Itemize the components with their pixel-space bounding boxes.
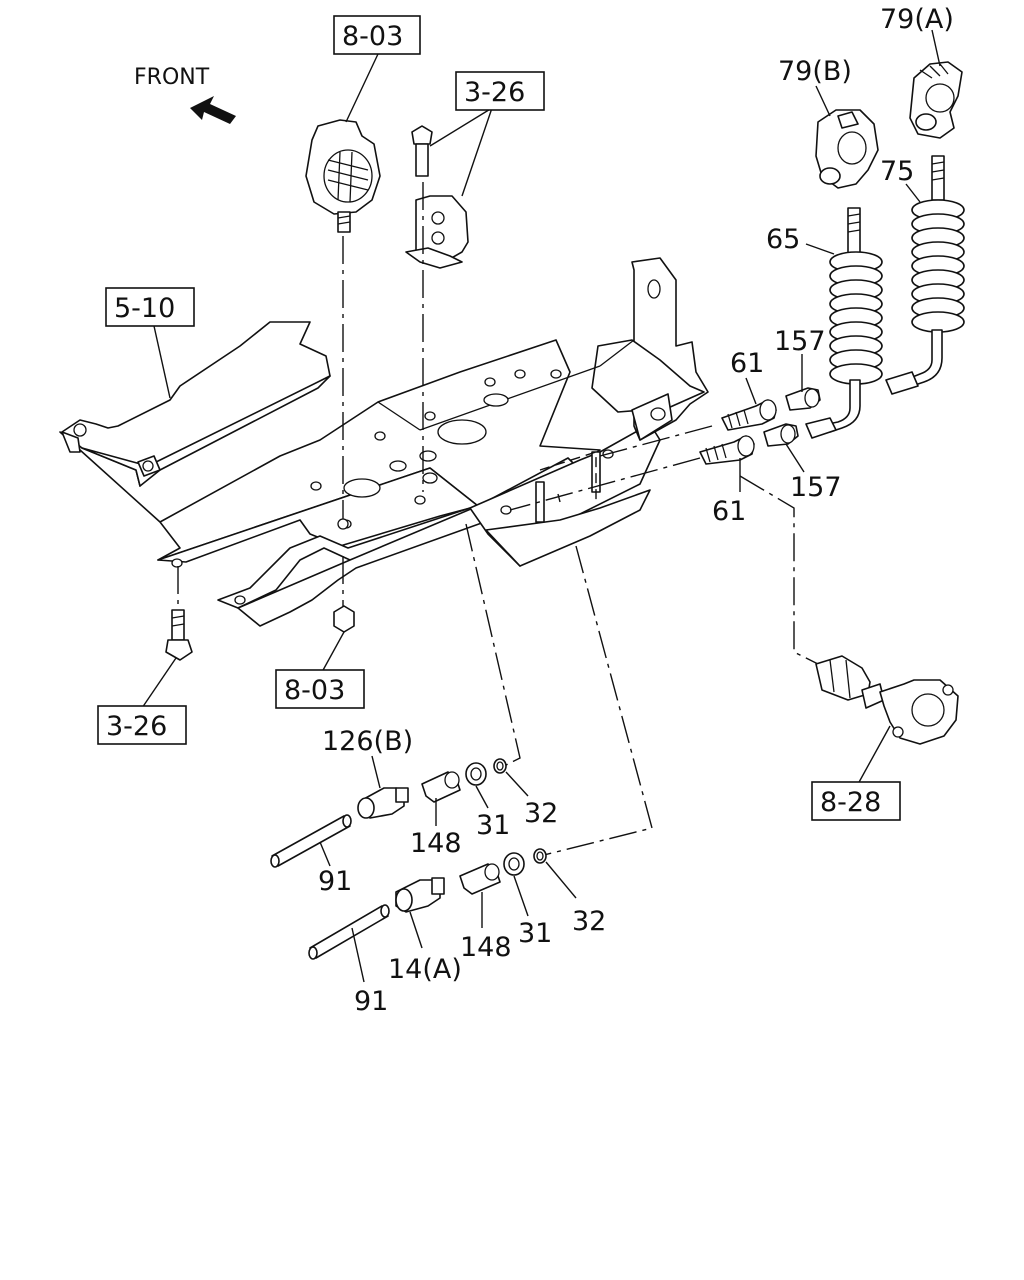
callout-61-bottom: 61 [712, 496, 746, 527]
callout-31-bottom: 31 [518, 918, 552, 949]
callout-148-bottom: 148 [460, 932, 512, 963]
fitting-126b-icon [357, 787, 409, 819]
gladhand-79a-icon [909, 61, 963, 139]
washer-31-bottom-icon [503, 852, 525, 876]
nut-148-bottom-icon [459, 863, 501, 895]
fitting-14a-icon [395, 877, 445, 913]
fitting-leader-bottom [509, 457, 701, 511]
callout-32-bottom: 32 [572, 906, 606, 937]
cover-panel [61, 321, 331, 487]
ref-8-28: 8-28 [820, 787, 881, 818]
fitting-leader-top [599, 425, 713, 457]
ref-box-3-26-top [455, 71, 545, 111]
route-dash-1 [539, 451, 597, 500]
callout-126b: 126(B) [322, 726, 413, 757]
tube-91-top-icon [270, 814, 352, 868]
coil-hose-65-icon [805, 207, 883, 439]
ref-8-03-top: 8-03 [342, 21, 403, 52]
trailer-socket-icon [815, 655, 959, 745]
coil-hose-75-icon [885, 155, 965, 395]
ring-32-top-icon [493, 758, 507, 774]
fitting-157-bottom-icon [763, 423, 799, 447]
frame-crossmember [59, 257, 709, 627]
callout-79a: 79(A) [880, 4, 954, 35]
callout-61-top: 61 [730, 348, 764, 379]
ring-32-bottom-icon [533, 848, 547, 864]
marker-lamp-icon [305, 119, 381, 233]
callout-79b: 79(B) [778, 56, 852, 87]
route-dash-2 [557, 493, 561, 503]
washer-31-top-icon [465, 762, 487, 786]
mounting-bracket-icon [405, 125, 469, 269]
callout-75: 75 [880, 156, 914, 187]
ref-5-10: 5-10 [114, 293, 175, 324]
callout-65: 65 [766, 224, 800, 255]
ref-box-5-10 [105, 287, 195, 327]
ref-box-8-03-bottom [275, 669, 365, 709]
callout-148-top: 148 [410, 828, 462, 859]
route-line-2 [539, 545, 653, 857]
nut-148-top-icon [421, 771, 461, 803]
ref-box-8-03-top [333, 15, 421, 55]
callout-32-top: 32 [524, 798, 558, 829]
callout-leaders [141, 29, 941, 983]
callout-31-top: 31 [476, 810, 510, 841]
route-line-1 [465, 523, 521, 769]
lamp-nut-icon [333, 605, 355, 633]
front-label: FRONT [134, 65, 210, 90]
callout-91-bottom: 91 [354, 986, 388, 1017]
callout-157-top: 157 [774, 326, 826, 357]
callout-157-bottom: 157 [790, 472, 842, 503]
ref-box-8-28 [811, 781, 901, 821]
callout-14a: 14(A) [388, 954, 462, 985]
fitting-61-top-icon [721, 399, 777, 431]
ref-3-26-top: 3-26 [464, 77, 525, 108]
ref-box-3-26-bottom [97, 705, 187, 745]
front-arrow-icon [190, 96, 236, 124]
tube-91-bottom-icon [308, 904, 390, 960]
bottom-bolt-icon [165, 609, 193, 661]
fitting-61-bottom-icon [699, 435, 755, 465]
ref-8-03-bottom: 8-03 [284, 675, 345, 706]
connector-leader [739, 475, 819, 665]
fitting-157-top-icon [785, 387, 821, 411]
callout-91-top: 91 [318, 866, 352, 897]
gladhand-79b-icon [815, 109, 879, 189]
ref-3-26-bottom: 3-26 [106, 711, 167, 742]
